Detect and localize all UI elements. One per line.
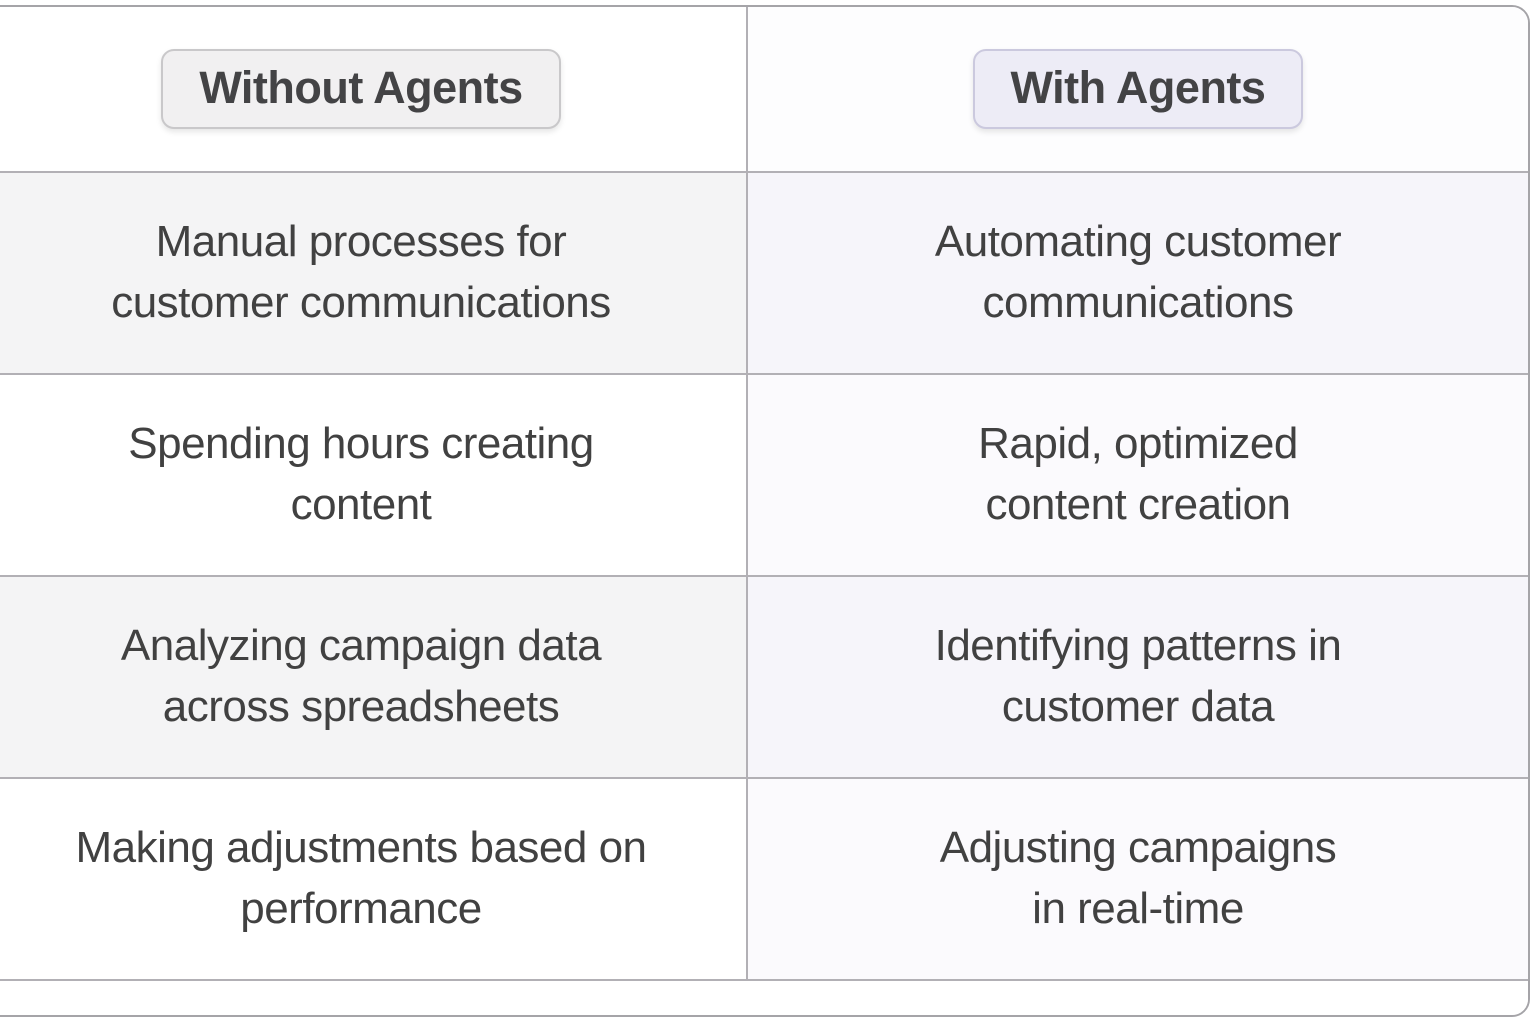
row-3-without-text: Analyzing campaign data across spreadshe… (120, 621, 602, 731)
table-row-1-without-cell: Manual processes for customer communicat… (0, 171, 748, 373)
with-agents-badge: With Agents (972, 49, 1304, 129)
table-row-3-with-cell: Identifying patterns in customer data (748, 575, 1528, 777)
row-4-without-text: Making adjustments based on performance (75, 823, 647, 933)
table-row-2-with-cell: Rapid, optimized content creation (748, 373, 1528, 575)
row-1-with-text: Automating customer communications (934, 217, 1342, 327)
table-row-1-with-cell: Automating customer communications (748, 171, 1528, 373)
row-3-with-text: Identifying patterns in customer data (934, 621, 1342, 731)
without-agents-badge: Without Agents (161, 49, 561, 129)
header-cell-without-agents: Without Agents (0, 7, 748, 171)
comparison-table-card: Without Agents With Agents Manual proces… (0, 5, 1530, 1017)
row-2-without-text: Spending hours creating content (128, 419, 594, 529)
table-bottom-strip (0, 979, 1528, 1015)
header-cell-with-agents: With Agents (748, 7, 1528, 171)
table-row-4-without-cell: Making adjustments based on performance (0, 777, 748, 979)
table-row-4-with-cell: Adjusting campaigns in real-time (748, 777, 1528, 979)
comparison-table: Without Agents With Agents Manual proces… (0, 7, 1528, 1015)
table-row-3-without-cell: Analyzing campaign data across spreadshe… (0, 575, 748, 777)
row-1-without-text: Manual processes for customer communicat… (111, 217, 611, 327)
table-row-2-without-cell: Spending hours creating content (0, 373, 748, 575)
row-4-with-text: Adjusting campaigns in real-time (939, 823, 1337, 933)
row-2-with-text: Rapid, optimized content creation (978, 419, 1298, 529)
